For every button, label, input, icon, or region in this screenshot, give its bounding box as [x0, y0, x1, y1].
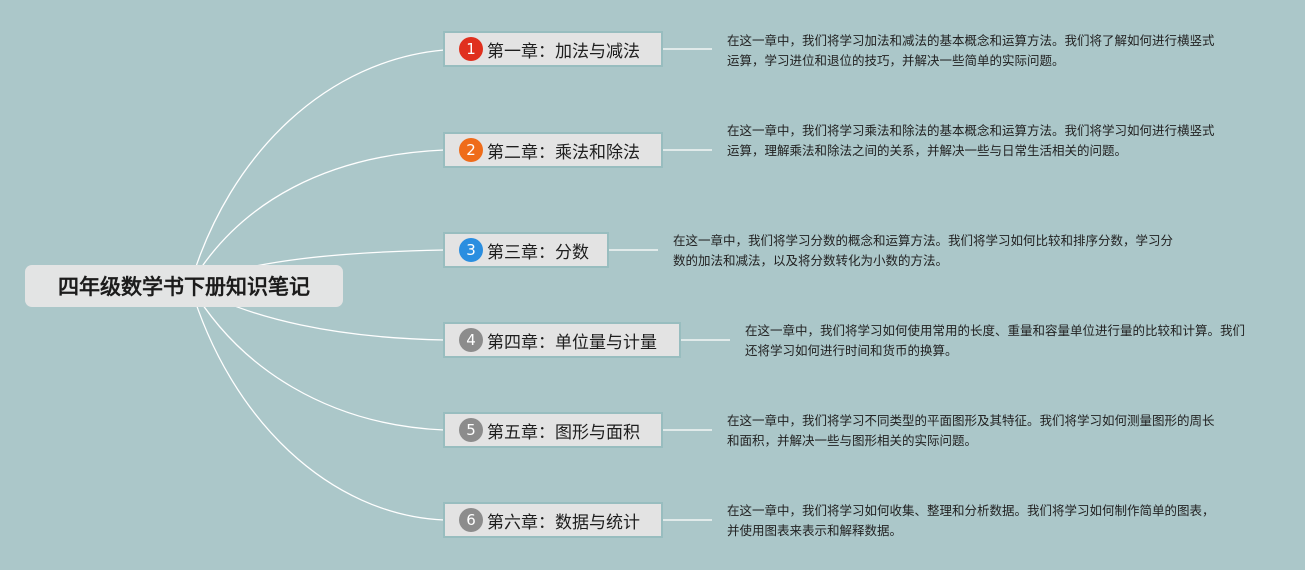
chapter-description-4: 在这一章中，我们将学习如何使用常用的长度、重量和容量单位进行量的比较和计算。我们… [745, 323, 1246, 358]
chapter-title: 第三章：分数 [487, 242, 589, 263]
chapter-description-5: 在这一章中，我们将学习不同类型的平面图形及其特征。我们将学习如何测量图形的周长和… [727, 413, 1215, 448]
chapter-node-4[interactable]: 4 第四章：单位量与计量 [443, 322, 681, 358]
branch-line-6 [189, 284, 445, 521]
chapter-title: 第五章：图形与面积 [487, 422, 640, 443]
chapter-description-1: 在这一章中，我们将学习加法和减法的基本概念和运算方法。我们将了解如何进行横竖式运… [727, 33, 1215, 68]
number-badge-icon: 1 [459, 37, 483, 61]
chapter-node-6[interactable]: 6 第六章：数据与统计 [443, 502, 663, 538]
number-badge-icon: 2 [459, 138, 483, 162]
chapter-description-6: 在这一章中，我们将学习如何收集、整理和分析数据。我们将学习如何制作简单的图表，并… [727, 503, 1215, 538]
root-title: 四年级数学书下册知识笔记 [58, 275, 310, 299]
chapter-node-1[interactable]: 1 第一章：加法与减法 [443, 31, 663, 67]
branch-line-5 [189, 284, 445, 431]
chapter-description-2: 在这一章中，我们将学习乘法和除法的基本概念和运算方法。我们将学习如何进行横竖式运… [727, 123, 1215, 158]
branch-line-1 [189, 49, 445, 286]
chapter-description-3: 在这一章中，我们将学习分数的概念和运算方法。我们将学习如何比较和排序分数，学习分… [673, 233, 1174, 268]
chapter-node-3[interactable]: 3 第三章：分数 [443, 232, 609, 268]
branch-line-2 [189, 149, 445, 286]
chapter-title: 第一章：加法与减法 [487, 41, 640, 62]
chapter-title: 第四章：单位量与计量 [487, 332, 657, 353]
number-badge-icon: 6 [459, 508, 483, 532]
number-badge-icon: 4 [459, 328, 483, 352]
chapter-node-5[interactable]: 5 第五章：图形与面积 [443, 412, 663, 448]
chapter-node-2[interactable]: 2 第二章：乘法和除法 [443, 132, 663, 168]
chapter-title: 第二章：乘法和除法 [487, 142, 640, 163]
chapter-title: 第六章：数据与统计 [487, 512, 640, 533]
root-topic[interactable]: 四年级数学书下册知识笔记 [25, 265, 343, 307]
number-badge-icon: 3 [459, 238, 483, 262]
number-badge-icon: 5 [459, 418, 483, 442]
